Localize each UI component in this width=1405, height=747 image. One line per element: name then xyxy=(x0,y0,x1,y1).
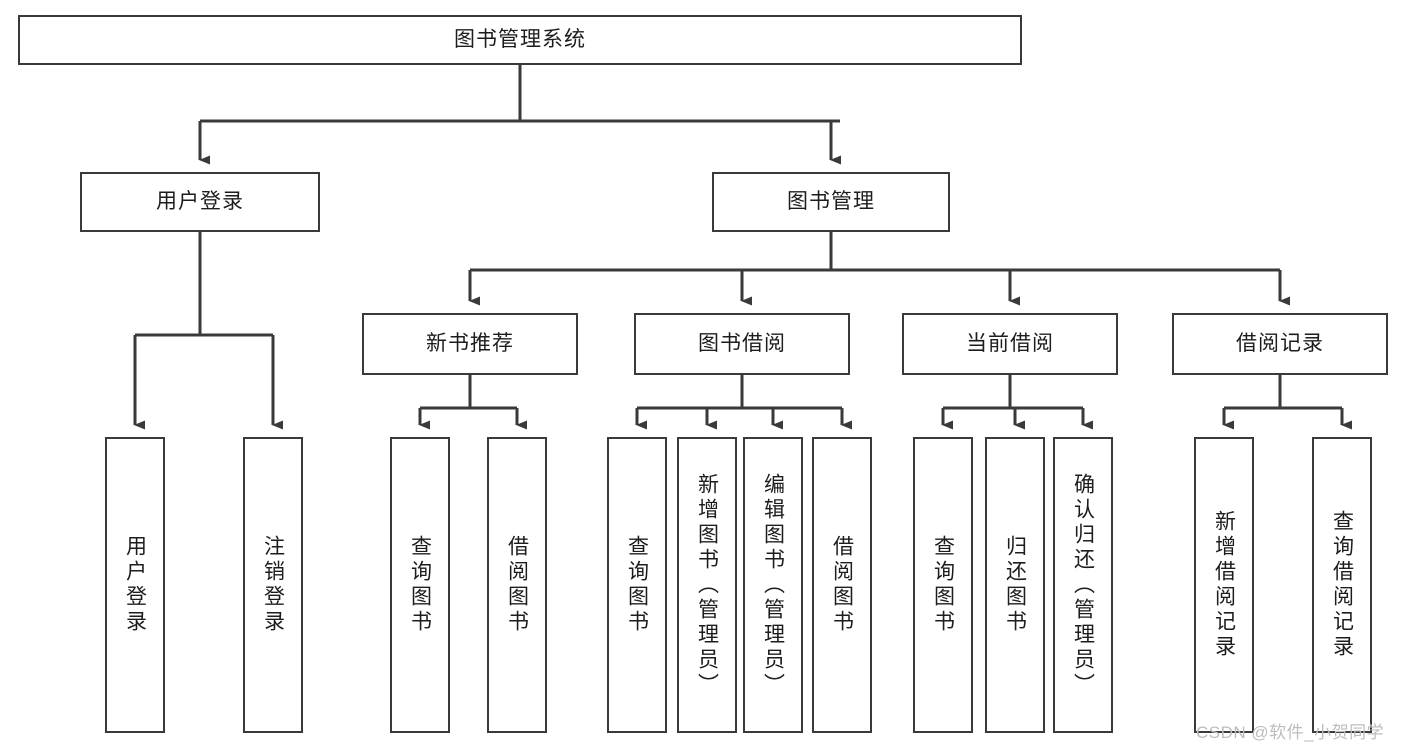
node-borrow-record-label: 借阅记录 xyxy=(1236,332,1324,356)
node-leaf-query-book-current[interactable]: 查询图书 xyxy=(913,437,973,733)
node-leaf-add-borrow-record-label: 新增借阅记录 xyxy=(1212,510,1236,660)
node-root[interactable]: 图书管理系统 xyxy=(18,15,1022,65)
node-leaf-query-book-new[interactable]: 查询图书 xyxy=(390,437,450,733)
connectors-root-to-level1 xyxy=(198,65,841,165)
node-leaf-confirm-return-admin[interactable]: 确认归还（管理员） xyxy=(1053,437,1113,733)
node-new-book-recommend[interactable]: 新书推荐 xyxy=(362,313,578,375)
node-user-login[interactable]: 用户登录 xyxy=(80,172,320,232)
node-leaf-query-book-new-label: 查询图书 xyxy=(408,535,432,635)
node-leaf-edit-book-admin[interactable]: 编辑图书（管理员） xyxy=(743,437,803,733)
node-current-borrow-label: 当前借阅 xyxy=(966,332,1054,356)
node-book-borrow[interactable]: 图书借阅 xyxy=(634,313,850,375)
node-leaf-borrow-book-label: 借阅图书 xyxy=(830,535,854,635)
connectors-current-borrow-to-leaves xyxy=(941,375,1093,430)
node-leaf-add-book-admin-label: 新增图书（管理员） xyxy=(695,472,719,698)
node-leaf-query-book-borrow[interactable]: 查询图书 xyxy=(607,437,667,733)
node-leaf-add-book-admin[interactable]: 新增图书（管理员） xyxy=(677,437,737,733)
connectors-new-book-recommend-to-leaves xyxy=(418,375,527,430)
node-leaf-query-book-current-label: 查询图书 xyxy=(931,535,955,635)
node-leaf-return-book[interactable]: 归还图书 xyxy=(985,437,1045,733)
node-new-book-recommend-label: 新书推荐 xyxy=(426,332,514,356)
connectors-borrow-record-to-leaves xyxy=(1222,375,1352,430)
connectors-level1-to-level2 xyxy=(468,232,1290,306)
node-leaf-borrow-book[interactable]: 借阅图书 xyxy=(812,437,872,733)
node-leaf-query-book-borrow-label: 查询图书 xyxy=(625,535,649,635)
node-book-borrow-label: 图书借阅 xyxy=(698,332,786,356)
node-leaf-query-borrow-record-label: 查询借阅记录 xyxy=(1330,510,1354,660)
node-book-manage-label: 图书管理 xyxy=(787,190,875,214)
connectors-user-login-to-leaves xyxy=(133,232,283,430)
csdn-watermark: CSDN @软件_小贺同学 xyxy=(1196,723,1385,742)
node-borrow-record[interactable]: 借阅记录 xyxy=(1172,313,1388,375)
node-leaf-add-borrow-record[interactable]: 新增借阅记录 xyxy=(1194,437,1254,733)
node-leaf-edit-book-admin-label: 编辑图书（管理员） xyxy=(761,472,785,698)
node-leaf-query-borrow-record[interactable]: 查询借阅记录 xyxy=(1312,437,1372,733)
node-leaf-borrow-book-new[interactable]: 借阅图书 xyxy=(487,437,547,733)
node-leaf-confirm-return-admin-label: 确认归还（管理员） xyxy=(1071,472,1095,698)
node-root-label: 图书管理系统 xyxy=(454,28,586,52)
node-current-borrow[interactable]: 当前借阅 xyxy=(902,313,1118,375)
node-leaf-logout-label: 注销登录 xyxy=(261,535,285,635)
node-leaf-return-book-label: 归还图书 xyxy=(1003,535,1027,635)
node-book-manage[interactable]: 图书管理 xyxy=(712,172,950,232)
node-leaf-user-login-label: 用户登录 xyxy=(123,535,147,635)
node-user-login-label: 用户登录 xyxy=(156,190,244,214)
node-leaf-user-login[interactable]: 用户登录 xyxy=(105,437,165,733)
connectors-book-borrow-to-leaves xyxy=(635,375,852,430)
node-leaf-borrow-book-new-label: 借阅图书 xyxy=(505,535,529,635)
node-leaf-logout[interactable]: 注销登录 xyxy=(243,437,303,733)
